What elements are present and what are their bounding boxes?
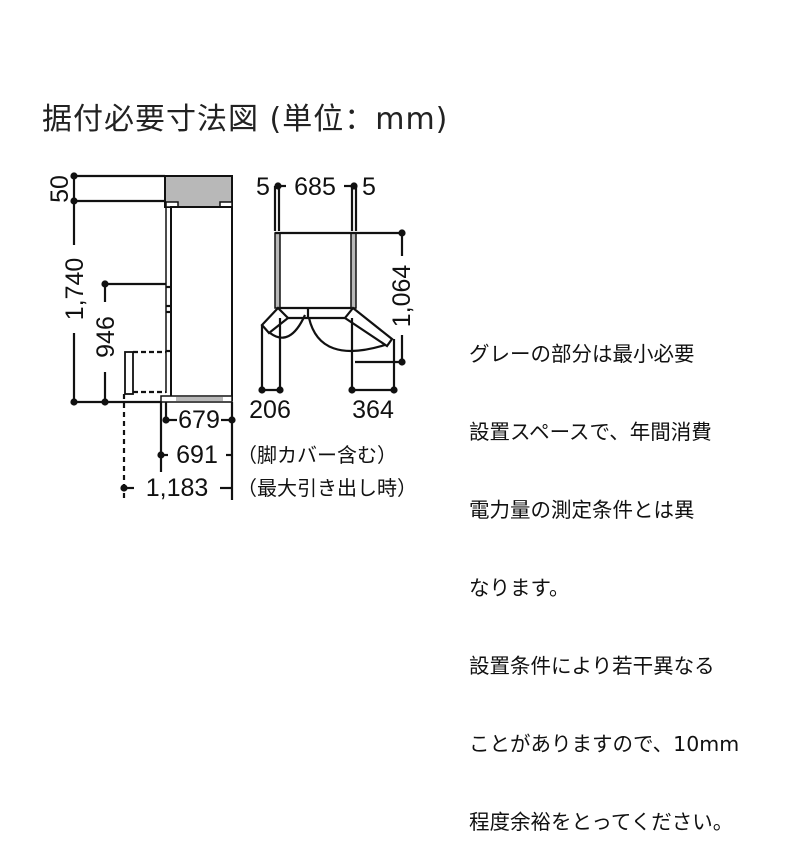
dim-width: 685: [294, 173, 336, 201]
dim-total-height: 1,740: [61, 258, 89, 321]
note-line: なります。: [469, 576, 570, 600]
dim-depth-body: 679: [178, 406, 220, 434]
dim-right-door-swing: 364: [352, 396, 394, 424]
note-drawer-open: （最大引き出し時）: [237, 476, 417, 500]
dimension-drawing: 50 1,740 946 679 691 1,183 （脚カバー含む） （最大引…: [46, 172, 417, 502]
dim-door-open-depth: 1,064: [388, 265, 416, 328]
installation-note: グレーの部分は最小必要 設置スペースで、年間消費 電力量の測定条件とは異 なりま…: [469, 289, 739, 861]
dim-depth-with-leg: 691: [176, 441, 218, 469]
note-line: グレーの部分は最小必要: [469, 342, 695, 366]
dim-side-left: 5: [256, 173, 270, 201]
note-line: ことがありますので、10mm: [469, 732, 740, 756]
dim-handle-height: 946: [92, 316, 120, 358]
note-line: 電力量の測定条件とは異: [469, 498, 695, 522]
fridge-body-side: [170, 206, 233, 401]
note-leg-cover: （脚カバー含む）: [237, 443, 397, 467]
top-view: [258, 182, 406, 394]
note-line: 程度余裕をとってください。: [469, 810, 734, 834]
dim-top-clearance: 50: [46, 175, 74, 203]
dim-side-right: 5: [362, 173, 376, 201]
dim-left-door-swing: 206: [249, 396, 291, 424]
side-view: [70, 172, 236, 500]
note-line: 設置条件により若干異なる: [469, 654, 715, 678]
diagram-title: 据付必要寸法図 (単位：mm): [42, 102, 449, 137]
note-line: 設置スペースで、年間消費: [469, 420, 712, 444]
dim-depth-drawer-open: 1,183: [146, 474, 209, 502]
